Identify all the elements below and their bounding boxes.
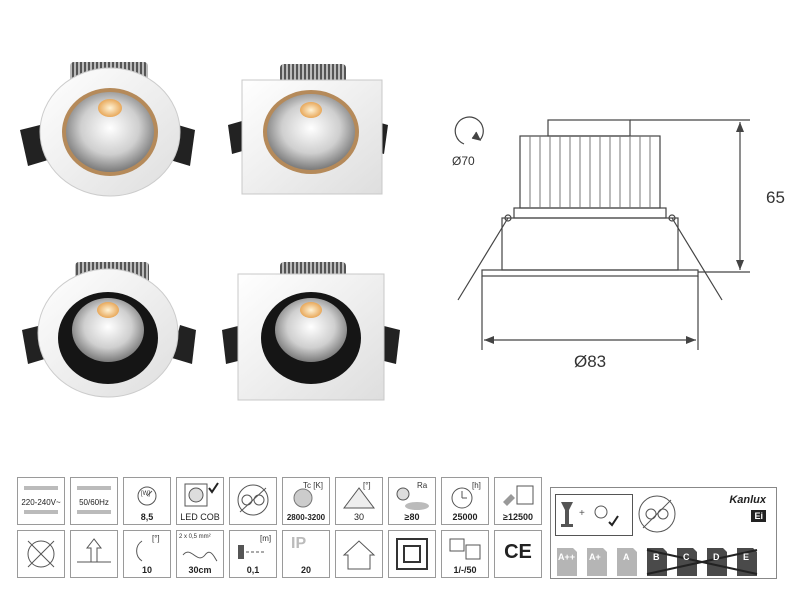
lifetime-icon: [h] 25000	[441, 477, 489, 525]
mounting-icon	[70, 530, 118, 578]
class-c: C	[683, 552, 690, 562]
class-e: E	[743, 552, 750, 562]
ip-rating-icon: IP 20	[282, 530, 330, 578]
photo-round-white	[20, 62, 195, 197]
lamp-compatibility-box	[555, 494, 633, 536]
color-temperature-icon: Tc [K] 2800-3200	[282, 477, 330, 525]
class-a: A	[623, 552, 630, 562]
power-icon: [W] 8,5	[123, 477, 171, 525]
energy-badge: Ei	[751, 510, 766, 522]
tilt-icon: [°] 10	[123, 530, 171, 578]
product-photos	[0, 0, 410, 420]
photo-square-black	[222, 262, 400, 401]
ce-mark-icon: CE	[494, 530, 542, 578]
class-d: D	[713, 552, 720, 562]
outer-diameter-label: Ø83	[574, 352, 607, 371]
class-a-plus: A+	[589, 552, 601, 562]
cable-icon: 2 x 0,5 mm² 30cm	[176, 530, 224, 578]
no-dimming-icon	[17, 530, 65, 578]
distance-icon: [m] 0,1	[229, 530, 277, 578]
class-b: B	[653, 552, 660, 562]
indoor-icon	[335, 530, 383, 578]
svg-text:+: +	[579, 508, 585, 519]
beam-angle-icon: [°] 30	[335, 477, 383, 525]
technical-drawing: Ø70 65 Ø83	[440, 100, 800, 400]
class-ii-icon	[388, 530, 436, 578]
class-a-plus-plus: A++	[558, 552, 576, 562]
switching-cycles-icon: ≥12500	[494, 477, 542, 525]
bulb-replaceable-icon	[229, 477, 277, 525]
cutout-diameter-label: Ø70	[452, 154, 475, 168]
height-label: 65	[766, 188, 785, 207]
color-rendering-icon: Ra ≥80	[388, 477, 436, 525]
energy-label: + Kanlux Ei A++ A+ A B C D E	[550, 487, 777, 579]
voltage-icon: 220-240V~	[17, 477, 65, 525]
photo-round-black	[22, 262, 196, 398]
led-cob-icon: LED COB	[176, 477, 224, 525]
photo-square-white	[228, 64, 388, 195]
frequency-icon: 50/60Hz	[70, 477, 118, 525]
packaging-icon: 1/-/50	[441, 530, 489, 578]
brand-logo: Kanlux	[729, 494, 766, 506]
